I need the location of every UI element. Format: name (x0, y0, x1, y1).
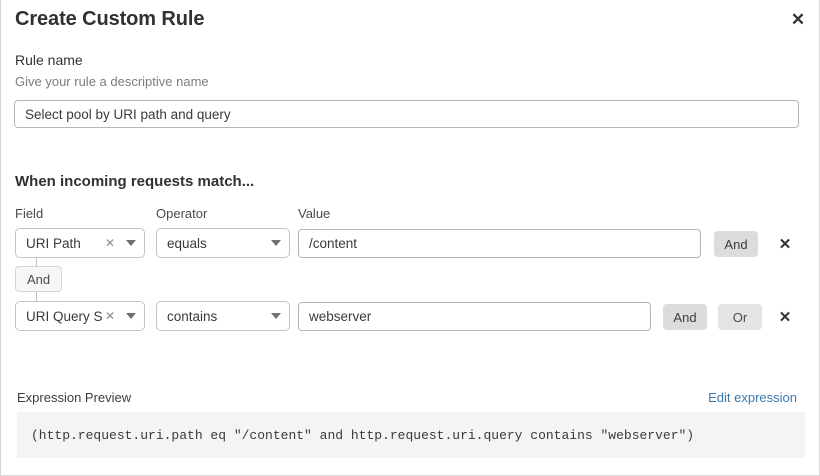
condition-value-input-1[interactable] (298, 229, 701, 258)
condition-operator-value-1: equals (167, 235, 207, 251)
group-connector-and[interactable]: And (15, 266, 63, 292)
rule-name-input[interactable] (14, 100, 799, 128)
condition-or-button-2[interactable]: Or (718, 304, 762, 330)
condition-field-select-1[interactable]: URI Path ✕ (15, 228, 145, 258)
condition-operator-value-2: contains (167, 308, 218, 324)
rule-name-help: Give your rule a descriptive name (15, 74, 209, 89)
condition-remove-icon-2[interactable]: ✕ (778, 308, 792, 326)
condition-and-button-2[interactable]: And (663, 304, 707, 330)
column-header-operator: Operator (156, 206, 208, 221)
condition-and-button-1[interactable]: And (714, 231, 758, 257)
chevron-down-icon[interactable] (263, 240, 289, 246)
condition-field-value-2: URI Query St... (26, 308, 102, 324)
condition-operator-select-2[interactable]: contains (156, 301, 290, 331)
chevron-down-icon[interactable] (118, 313, 144, 319)
rule-name-label: Rule name (15, 52, 83, 68)
column-header-field: Field (15, 206, 44, 221)
conditions-heading: When incoming requests match... (15, 173, 255, 190)
condition-remove-icon-1[interactable]: ✕ (778, 235, 792, 253)
condition-operator-select-1[interactable]: equals (156, 228, 290, 258)
clear-icon[interactable]: ✕ (104, 309, 116, 323)
clear-icon[interactable]: ✕ (104, 236, 116, 250)
connector-line-top (36, 258, 37, 268)
page-title: Create Custom Rule (15, 8, 205, 30)
chevron-down-icon[interactable] (118, 240, 144, 246)
expression-preview-code: (http.request.uri.path eq "/content" and… (31, 427, 695, 443)
column-header-value: Value (298, 206, 331, 221)
condition-value-input-2[interactable] (298, 302, 651, 331)
connector-line-bottom (36, 292, 37, 302)
expression-preview-label: Expression Preview (17, 390, 132, 405)
edit-expression-link[interactable]: Edit expression (708, 390, 797, 405)
condition-field-select-2[interactable]: URI Query St... ✕ (15, 301, 145, 331)
expression-preview-box: (http.request.uri.path eq "/content" and… (17, 412, 805, 458)
chevron-down-icon[interactable] (263, 313, 289, 319)
close-icon[interactable]: ✕ (790, 9, 806, 29)
condition-field-value-1: URI Path (26, 235, 81, 251)
